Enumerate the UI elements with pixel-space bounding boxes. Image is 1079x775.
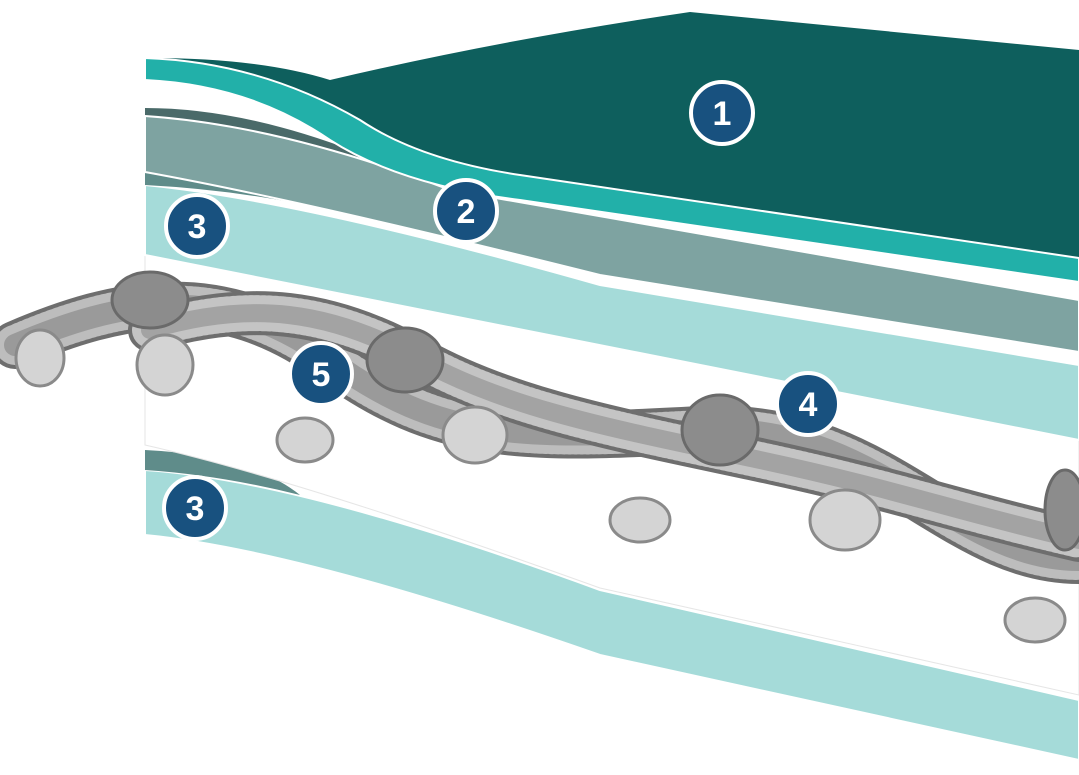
badge-1-label: 1 [713,95,732,133]
badge-2-label: 2 [457,193,476,231]
lower-layer-3-top [145,450,300,495]
badge-1: 1 [689,80,755,146]
lower-layer-3 [144,468,1079,762]
badge-4-label: 4 [799,386,818,424]
badge-3-upper-label: 3 [188,208,207,246]
layer-2-edge [144,114,1079,354]
woven-fabric-5 [0,270,1079,644]
badge-2: 2 [433,178,499,244]
upper-layer-3 [144,183,1079,442]
badge-5: 5 [288,341,354,407]
badge-5-label: 5 [312,356,331,394]
badge-3-lower-label: 3 [186,490,205,528]
layer-1-surface [150,12,1079,258]
badge-4: 4 [775,371,841,437]
badge-3-lower: 3 [162,475,228,541]
badge-3-upper: 3 [164,193,230,259]
layer-1-edge [144,56,1079,284]
